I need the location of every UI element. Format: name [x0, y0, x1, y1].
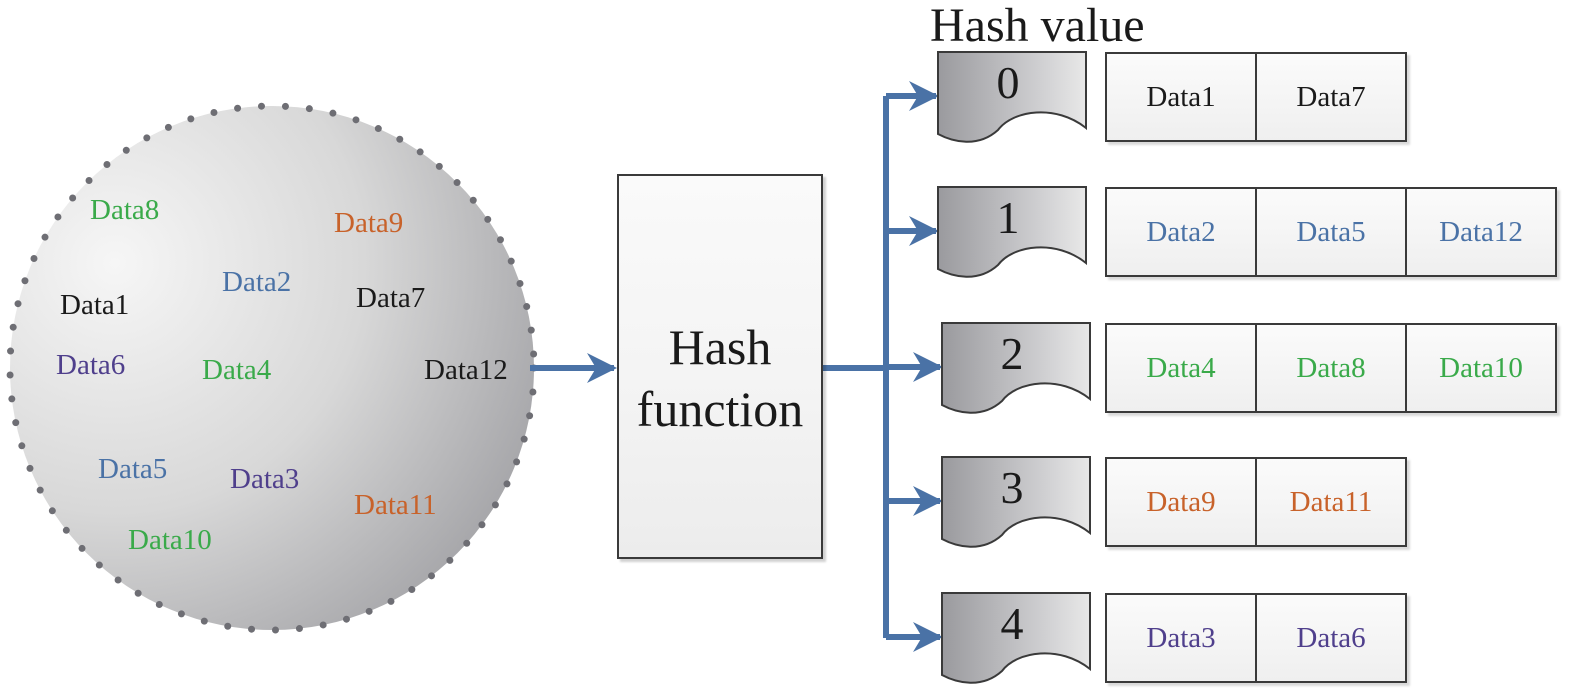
bucket-value-1: 1 — [996, 192, 1020, 243]
bucket-entry-data12: Data12 — [1405, 187, 1557, 277]
pool-item-data12: Data12 — [424, 354, 508, 386]
hash-function-box: Hash function — [617, 174, 823, 559]
pool-item-data8: Data8 — [90, 194, 160, 226]
bucket-entry-data11: Data11 — [1255, 457, 1407, 547]
bucket-entry-data6: Data6 — [1255, 593, 1407, 683]
bucket-value-0: 0 — [996, 57, 1020, 108]
bucket-entry-data8: Data8 — [1255, 323, 1407, 413]
hash-function-label: Hash function — [636, 319, 804, 437]
pool-item-data11: Data11 — [354, 489, 437, 521]
bucket-entry-data9: Data9 — [1105, 457, 1257, 547]
bucket-entry-data10: Data10 — [1405, 323, 1557, 413]
bucket-header-1 — [937, 186, 1087, 278]
bucket-entry-data1: Data1 — [1105, 52, 1257, 142]
bucket-value-3: 3 — [1000, 462, 1024, 513]
pool-item-data3: Data3 — [230, 463, 300, 495]
pool-item-data10: Data10 — [128, 524, 212, 556]
bucket-entry-data5: Data5 — [1255, 187, 1407, 277]
bucket-entry-data3: Data3 — [1105, 593, 1257, 683]
pool-item-data6: Data6 — [56, 349, 126, 381]
bucket-value-2: 2 — [1000, 328, 1024, 379]
pool-item-data4: Data4 — [202, 354, 272, 386]
bucket-header-3 — [941, 456, 1091, 548]
pool-item-data9: Data9 — [334, 207, 404, 239]
pool-item-data5: Data5 — [98, 453, 168, 485]
bucket-entry-data2: Data2 — [1105, 187, 1257, 277]
pool-item-data2: Data2 — [222, 266, 292, 298]
bucket-header-4 — [941, 592, 1091, 684]
hash-value-title: Hash value — [930, 0, 1145, 52]
bucket-entry-data4: Data4 — [1105, 323, 1257, 413]
bucket-header-2 — [941, 322, 1091, 414]
pool-item-data7: Data7 — [356, 282, 426, 314]
bucket-header-0 — [937, 51, 1087, 143]
bucket-entry-data7: Data7 — [1255, 52, 1407, 142]
bucket-value-4: 4 — [1000, 598, 1024, 649]
data-pool-circle — [10, 106, 534, 630]
pool-item-data1: Data1 — [60, 289, 130, 321]
